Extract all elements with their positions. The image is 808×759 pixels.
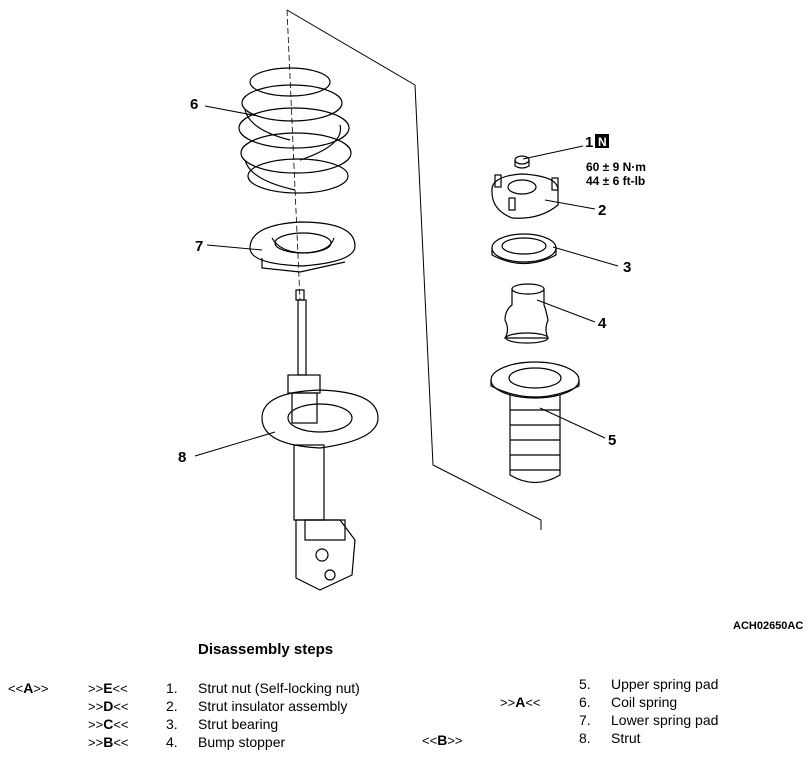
assembly-guide-line (286, 9, 542, 530)
marker-C-install: >>C<< (88, 716, 129, 732)
bump-stopper (503, 283, 549, 344)
exploded-view-diagram: 6 7 8 1 N 60 ± 9 N·m 44 ± 6 ft-lb 2 3 4 … (178, 9, 646, 591)
callout-1: 1 (585, 134, 593, 151)
center-axis-left (286, 9, 301, 301)
callout-5: 5 (608, 432, 616, 449)
lower-spring-pad (249, 221, 356, 273)
strut-nut (514, 155, 530, 169)
marker-D-install: >>D<< (88, 698, 129, 714)
step-3-number: 3. (166, 716, 178, 732)
coil-spring (238, 67, 352, 194)
strut (261, 289, 379, 591)
callout-7: 7 (195, 238, 203, 255)
step-8-number: 8. (579, 730, 591, 746)
step-1-label: Strut nut (Self-locking nut) (198, 680, 360, 696)
torque-metric: 60 ± 9 N·m (586, 160, 646, 174)
step-2-number: 2. (166, 698, 178, 714)
step-5-label: Upper spring pad (611, 676, 719, 692)
callout-8: 8 (178, 449, 186, 466)
step-4-label: Bump stopper (198, 734, 286, 750)
step-4-number: 4. (166, 734, 178, 750)
step-7-number: 7. (579, 712, 591, 728)
step-7-label: Lower spring pad (611, 712, 719, 728)
new-part-mark: N (598, 135, 607, 149)
diagram-code: ACH02650AC (733, 620, 804, 632)
disassembly-heading: Disassembly steps (198, 641, 334, 658)
marker-E-install: >>E<< (88, 680, 128, 696)
step-6-label: Coil spring (611, 694, 678, 710)
marker-B-install: >>B<< (88, 734, 129, 750)
callout-3: 3 (623, 259, 631, 276)
callout-4: 4 (598, 315, 607, 332)
strut-insulator-assembly (491, 173, 559, 219)
step-6-number: 6. (579, 694, 591, 710)
torque-imperial: 44 ± 6 ft-lb (586, 174, 645, 188)
step-3-label: Strut bearing (198, 716, 279, 732)
callout-2: 2 (598, 202, 606, 219)
callout-6: 6 (190, 96, 198, 113)
marker-A-install: >>A<< (500, 694, 541, 710)
step-5-number: 5. (579, 676, 591, 692)
new-part-box (595, 134, 609, 148)
marker-A-removal: <<A>> (8, 680, 49, 696)
step-2-label: Strut insulator assembly (198, 698, 348, 714)
step-8-label: Strut (611, 730, 641, 746)
marker-B-removal: <<B>> (422, 732, 463, 748)
upper-spring-pad (490, 361, 580, 484)
strut-bearing (491, 233, 557, 264)
step-1-number: 1. (166, 680, 178, 696)
